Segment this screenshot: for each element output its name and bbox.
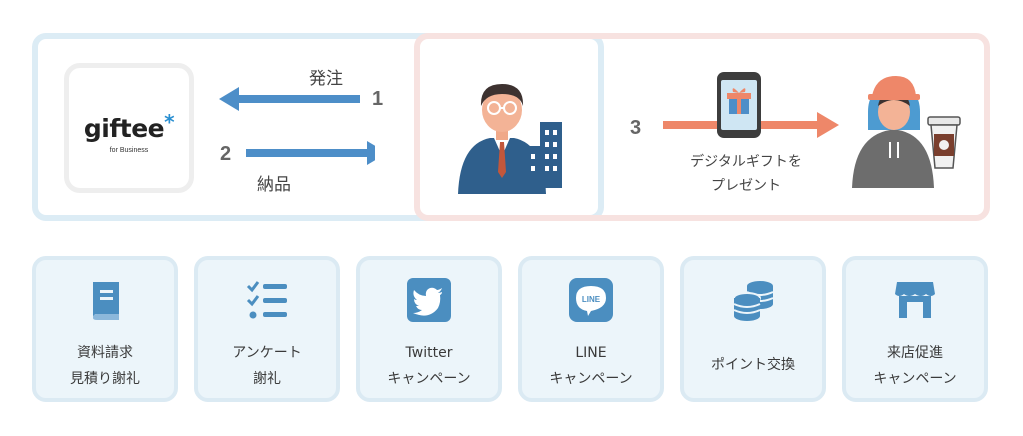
step-2-number: 2 (220, 143, 232, 165)
order-label: 発注 (309, 69, 343, 89)
use-case-label-line2: キャンペーン (873, 371, 957, 387)
use-case-card-twitter: Twitter キャンペーン (356, 256, 502, 402)
gift-label-line1: デジタルギフトを (690, 154, 802, 170)
gift-label-line2: プレゼント (711, 178, 781, 194)
use-case-label-line2: 見積り謝礼 (70, 371, 140, 387)
smartphone-gift-icon (717, 72, 761, 138)
coffee-cup-icon (927, 116, 961, 169)
use-case-card-store-visit: 来店促進 キャンペーン (842, 256, 988, 402)
client-flow-frame (32, 33, 604, 221)
store-icon (895, 282, 935, 318)
svg-text:LINE: LINE (582, 295, 601, 304)
line-icon: LINE (569, 278, 613, 322)
book-icon (93, 282, 119, 320)
customer-flow-frame (414, 33, 990, 221)
giftee-logo: giftee* (83, 110, 175, 143)
use-case-card-survey: アンケート 謝礼 (194, 256, 340, 402)
use-case-card-line: LINE LINE キャンペーン (518, 256, 664, 402)
giftee-logo-sub: for Business (109, 147, 149, 154)
use-case-label-line2: キャンペーン (387, 371, 471, 387)
twitter-icon (407, 278, 451, 322)
use-case-label-line1: LINE (575, 345, 607, 361)
giftee-logo-box: giftee* for Business (64, 63, 194, 193)
step-3-number: 3 (630, 117, 642, 139)
delivery-label: 納品 (257, 175, 291, 195)
gift-arrow-icon (663, 72, 839, 138)
customer-icon (852, 76, 961, 188)
gift-label: デジタルギフトを プレゼント (666, 150, 826, 198)
order-arrow-icon (219, 87, 360, 111)
businessman-icon (458, 84, 562, 194)
use-case-card-document-request: 資料請求 見積り謝礼 (32, 256, 178, 402)
use-case-label-line2: 謝礼 (253, 371, 281, 387)
use-case-label-line2: キャンペーン (549, 371, 633, 387)
building-icon (526, 122, 562, 188)
use-case-label-line1: 来店促進 (887, 345, 943, 361)
flow-arrows (219, 87, 375, 165)
use-case-card-points: ポイント交換 (680, 256, 826, 402)
coins-icon (733, 281, 774, 321)
use-case-label-line1: ポイント交換 (711, 357, 795, 373)
checklist-icon (246, 281, 287, 319)
delivery-arrow-icon (246, 141, 375, 165)
use-case-label-line1: Twitter (405, 345, 453, 361)
use-case-label-line1: 資料請求 (77, 345, 133, 361)
step-1-number: 1 (372, 88, 384, 110)
use-case-label-line1: アンケート (232, 345, 302, 361)
